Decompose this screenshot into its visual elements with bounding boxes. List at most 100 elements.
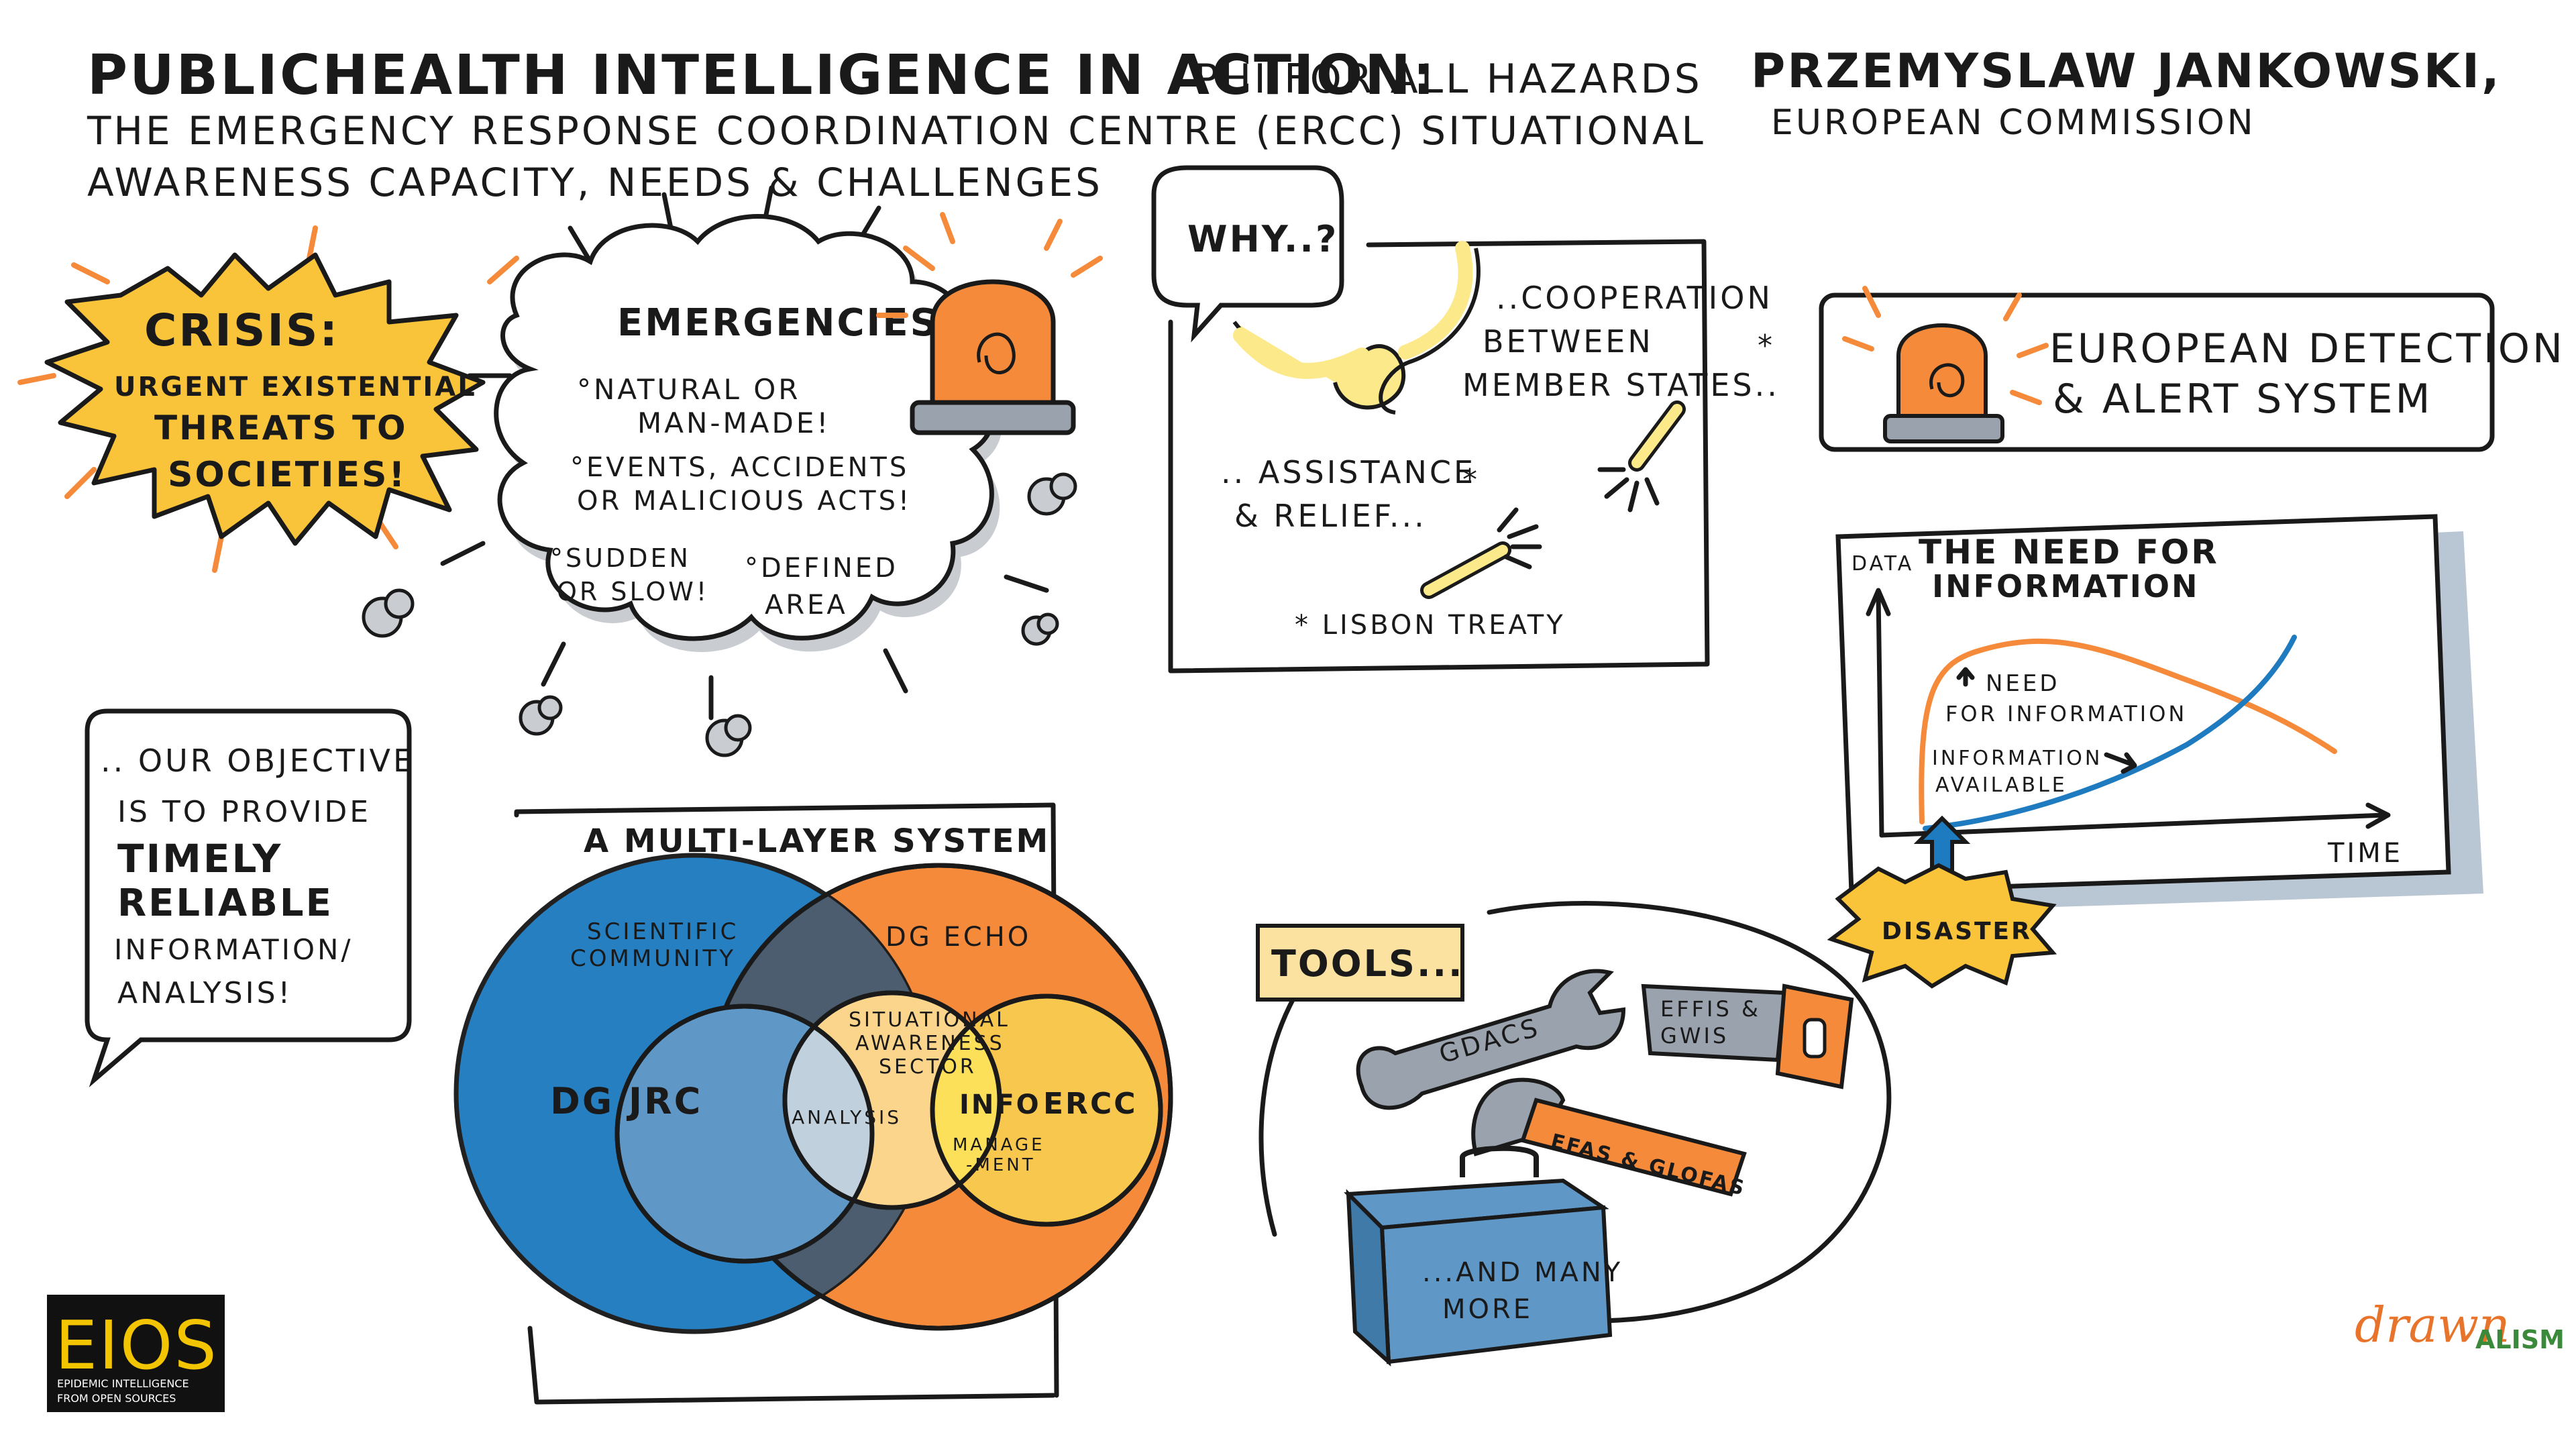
- need-pointer-icon: [1956, 667, 1975, 687]
- edas-alarm-icon: [1842, 286, 2049, 443]
- scientific-l2: COMMUNITY: [570, 945, 736, 972]
- objective-l2: IS TO PROVIDE: [117, 795, 371, 829]
- more-l1: ...AND MANY: [1422, 1257, 1623, 1288]
- eios-sub-l2: FROM OPEN SOURCES: [57, 1392, 176, 1405]
- sector-l3: SECTOR: [879, 1055, 977, 1079]
- title-suffix: PHI FOR ALL HAZARDS: [1194, 56, 1703, 103]
- assistance-asterisk: *: [1462, 463, 1480, 497]
- y-axis-label: DATA: [1851, 552, 1914, 576]
- effis-l1: EFFIS &: [1660, 996, 1761, 1022]
- dg-echo-label: DG ECHO: [885, 922, 1031, 953]
- assistance-l1: .. ASSISTANCE: [1221, 454, 1476, 490]
- eios-sub-l1: EPIDEMIC INTELLIGENCE: [57, 1377, 189, 1390]
- cloud-shape: [494, 214, 997, 641]
- crisis-line-1: CRISIS:: [144, 305, 339, 356]
- tools-label-box: [1256, 924, 1464, 1002]
- hammer-icon: [1471, 1077, 1747, 1197]
- emergency-item-1-l2: MAN-MADE!: [637, 407, 830, 439]
- objective-bubble: .. OUR OBJECTIVE IS TO PROVIDE TIMELY RE…: [85, 708, 415, 1087]
- manage-l2: -MENT: [966, 1155, 1036, 1175]
- crisis-burst: CRISIS: URGENT EXISTENTIAL THREATS TO SO…: [17, 225, 519, 573]
- objective-l1: .. OUR OBJECTIVE: [101, 743, 415, 779]
- emergency-item-3-l2: OR SLOW!: [557, 577, 709, 606]
- objective-bubble-shape: [85, 708, 412, 1087]
- emergency-item-2-l2: OR MALICIOUS ACTS!: [577, 486, 912, 517]
- objective-l3: TIMELY: [117, 836, 282, 881]
- cooperation-l3: MEMBER STATES..: [1462, 367, 1780, 403]
- emergency-item-2-l1: °EVENTS, ACCIDENTS: [570, 452, 909, 483]
- chart-title-l1: THE NEED FOR: [1919, 533, 2219, 572]
- wrench-icon: [1356, 969, 1626, 1110]
- x-axis-label: TIME: [2327, 838, 2403, 869]
- speaker-name: PRZEMYSLAW JANKOWSKI,: [1751, 44, 2502, 99]
- handshake-icon: [1232, 241, 1481, 415]
- eios-wordmark: EIOS: [55, 1306, 218, 1385]
- header: PUBLICHEALTH INTELLIGENCE IN ACTION: PHI…: [87, 44, 2502, 205]
- ercc-label: ERCC: [1043, 1087, 1138, 1121]
- cooperation-asterisk: *: [1758, 329, 1775, 363]
- x-axis: [1879, 812, 2387, 838]
- analysis-label: ANALYSIS: [792, 1106, 902, 1128]
- drawnalism-part-1: drawn: [2355, 1297, 2510, 1353]
- x-axis-arrow: [2365, 802, 2391, 829]
- saw-icon: [1641, 983, 1854, 1089]
- available-label-l2: AVAILABLE: [1935, 773, 2068, 797]
- why-frame: [1168, 239, 1710, 674]
- chart-title-l2: INFORMATION: [1932, 568, 2199, 604]
- drawnalism-logo: drawn ALISM: [2355, 1297, 2565, 1354]
- why-panel: WHY..? ..COOPERATION BETWEEN MEMBER STAT…: [1151, 165, 1780, 674]
- need-label-l1: NEED: [1986, 670, 2060, 697]
- need-label-l2: FOR INFORMATION: [1945, 701, 2187, 727]
- available-pointer-icon: [2104, 752, 2137, 774]
- tools-label: TOOLS...: [1271, 943, 1464, 985]
- objective-l5: INFORMATION/: [114, 933, 354, 966]
- edas-line-2: & ALERT SYSTEM: [2053, 376, 2432, 423]
- more-l2: MORE: [1442, 1294, 1533, 1325]
- why-speech-bubble: [1151, 165, 1344, 343]
- emergencies-cloud: EMERGENCIES: °NATURAL OR MAN-MADE! °EVEN…: [362, 185, 1077, 757]
- y-axis: [1876, 591, 1884, 838]
- need-curve: [1919, 638, 2337, 824]
- alarm-light-icon: [876, 212, 1103, 435]
- effis-l2: GWIS: [1660, 1023, 1729, 1049]
- assistance-l2: & RELIEF...: [1234, 498, 1427, 534]
- emergency-item-4-l2: AREA: [765, 590, 848, 621]
- sunburst-shape: [44, 252, 486, 546]
- main-title: PUBLICHEALTH INTELLIGENCE IN ACTION:: [87, 44, 1437, 107]
- eios-logo-bg: [47, 1295, 225, 1412]
- sector-l1: SITUATIONAL: [849, 1008, 1010, 1032]
- lisbon-footnote: * LISBON TREATY: [1295, 610, 1566, 641]
- disaster-burst: [1827, 863, 2057, 989]
- reaching-hand-icon: [1420, 507, 1542, 599]
- sector-l2: AWARENESS: [855, 1032, 1005, 1055]
- multilayer-title: A MULTI-LAYER SYSTEM: [584, 822, 1050, 860]
- disaster-label: DISASTER: [1882, 918, 2032, 945]
- need-chart: DATA THE NEED FOR INFORMATION NEED FOR I…: [1827, 514, 2483, 989]
- cloud-rays: [440, 185, 1049, 720]
- helping-hand-icon: [1597, 400, 1686, 513]
- subtitle-line-1: THE EMERGENCY RESPONSE COORDINATION CENT…: [87, 108, 1706, 154]
- emergencies-title: EMERGENCIES:: [617, 301, 956, 345]
- subtitle-line-2: AWARENESS CAPACITY, NEEDS & CHALLENGES: [87, 160, 1103, 205]
- cooperation-l2: BETWEEN: [1483, 323, 1654, 360]
- why-bubble-text: WHY..?: [1187, 218, 1338, 260]
- objective-l4: RELIABLE: [117, 881, 333, 925]
- info-label: INFO: [959, 1089, 1041, 1120]
- crisis-line-2: URGENT EXISTENTIAL: [114, 372, 477, 402]
- puff-icons: [362, 472, 1077, 757]
- y-axis-arrow: [1866, 588, 1891, 616]
- available-label-l1: INFORMATION: [1932, 747, 2102, 770]
- toolbox-icon: [1344, 1145, 1613, 1367]
- cooperation-l1: ..COOPERATION: [1496, 280, 1773, 316]
- multilayer-system: A MULTI-LAYER SYSTEM SCIENTIFIC COMMUNIT…: [453, 802, 1173, 1405]
- crisis-line-3: THREATS TO: [154, 409, 408, 447]
- eios-logo: EIOS EPIDEMIC INTELLIGENCE FROM OPEN SOU…: [47, 1295, 225, 1412]
- emergency-item-4-l1: °DEFINED: [745, 553, 898, 584]
- disaster-arrow-icon: [1913, 815, 1971, 874]
- edas-frame: [1819, 292, 2495, 452]
- edas-box: EUROPEAN DETECTION & ALERT SYSTEM: [1819, 286, 2563, 452]
- objective-l6: ANALYSIS!: [117, 976, 292, 1010]
- chart-board: [1835, 514, 2451, 895]
- manage-l1: MANAGE: [953, 1135, 1045, 1155]
